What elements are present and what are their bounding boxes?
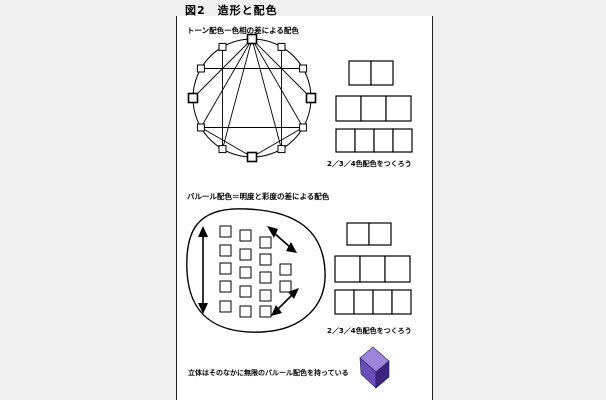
valeur-square bbox=[259, 271, 272, 284]
diagram-canvas: トーン配色ー色相の差による配色 2／3／4色配色をつくろう バルール配色＝明度と… bbox=[186, 25, 413, 389]
hue-node-group bbox=[187, 33, 317, 163]
valeur-square bbox=[219, 300, 232, 313]
valeur-section-heading: バルール配色＝明度と彩度の差による配色 bbox=[187, 191, 330, 201]
solid-caption: 立体はそのなかに無限のバルール配色を持っている bbox=[188, 368, 349, 377]
swatch-cell bbox=[334, 255, 361, 283]
hue-node-square bbox=[246, 151, 258, 163]
valeur-square-group bbox=[219, 225, 292, 318]
valeur-square bbox=[259, 253, 272, 266]
valeur-square bbox=[219, 280, 232, 293]
swatch-cell bbox=[373, 128, 394, 153]
hue-node-square bbox=[246, 33, 258, 45]
valeur-shape bbox=[186, 208, 326, 333]
valeur-square bbox=[239, 305, 252, 318]
swatch-cell bbox=[359, 255, 386, 283]
tone-connecting-lines bbox=[192, 38, 312, 158]
swatch-cell bbox=[335, 128, 356, 153]
swatch-cell bbox=[354, 128, 375, 153]
swatch-cell bbox=[360, 95, 387, 122]
hue-node-square bbox=[196, 64, 205, 73]
hue-node-square bbox=[299, 123, 308, 132]
valeur-swatch-grids bbox=[334, 222, 412, 315]
hue-connection-line bbox=[200, 38, 253, 128]
hue-connection-line bbox=[251, 38, 282, 150]
hue-node-square bbox=[277, 145, 286, 154]
hue-node-square bbox=[196, 123, 205, 132]
tone-caption: 2／3／4色配色をつくろう bbox=[327, 159, 412, 168]
hue-node-square bbox=[187, 92, 199, 104]
tone-section-heading: トーン配色ー色相の差による配色 bbox=[187, 25, 299, 35]
valeur-square bbox=[219, 262, 232, 275]
swatch-cell bbox=[384, 255, 411, 283]
hue-connection-line bbox=[251, 38, 304, 128]
valeur-square bbox=[239, 248, 252, 261]
cube-right-face bbox=[375, 360, 390, 389]
hue-node-square bbox=[218, 42, 227, 51]
diagram-sheet: トーン配色ー色相の差による配色 2／3／4色配色をつくろう バルール配色＝明度と… bbox=[176, 16, 433, 400]
hue-node-square bbox=[305, 92, 317, 104]
valeur-square bbox=[239, 229, 252, 242]
valeur-square bbox=[259, 289, 272, 302]
valeur-square bbox=[219, 225, 232, 238]
valeur-square bbox=[279, 263, 292, 276]
hue-circle bbox=[192, 38, 312, 158]
swatch-cell bbox=[368, 222, 392, 246]
hue-node-square bbox=[277, 42, 286, 51]
valeur-outline bbox=[186, 208, 326, 333]
swatch-cell bbox=[372, 289, 393, 315]
valeur-square bbox=[279, 280, 292, 293]
valeur-caption: 2／3／4色配色をつくろう bbox=[327, 326, 412, 335]
valeur-square bbox=[219, 244, 232, 257]
saturation-arrow-upper bbox=[267, 226, 297, 253]
swatch-cell bbox=[335, 95, 362, 122]
swatch-cell bbox=[392, 128, 413, 153]
lightness-arrow bbox=[198, 226, 208, 314]
hue-node-square bbox=[218, 145, 227, 154]
swatch-cell bbox=[370, 60, 394, 86]
swatch-cell bbox=[385, 95, 412, 122]
hue-connection-line bbox=[192, 38, 253, 99]
hue-connection-line bbox=[251, 38, 312, 99]
purple-cube-icon bbox=[359, 346, 390, 389]
valeur-square bbox=[259, 236, 272, 249]
valeur-square bbox=[259, 305, 272, 318]
valeur-square bbox=[239, 285, 252, 298]
swatch-cell bbox=[334, 289, 355, 315]
saturation-arrow-lower bbox=[271, 288, 299, 316]
tone-color-wheel bbox=[187, 33, 317, 163]
hue-connection-line bbox=[200, 127, 253, 158]
valeur-square bbox=[239, 266, 252, 279]
swatch-cell bbox=[353, 289, 374, 315]
tone-swatch-grids bbox=[335, 60, 413, 153]
hue-connection-line bbox=[222, 38, 253, 150]
hue-connection-line bbox=[251, 127, 304, 158]
swatch-cell bbox=[391, 289, 412, 315]
swatch-cell bbox=[348, 60, 372, 86]
swatch-cell bbox=[346, 222, 370, 246]
figure-title: 図2 造形と配色 bbox=[185, 4, 278, 17]
hue-node-square bbox=[299, 64, 308, 73]
